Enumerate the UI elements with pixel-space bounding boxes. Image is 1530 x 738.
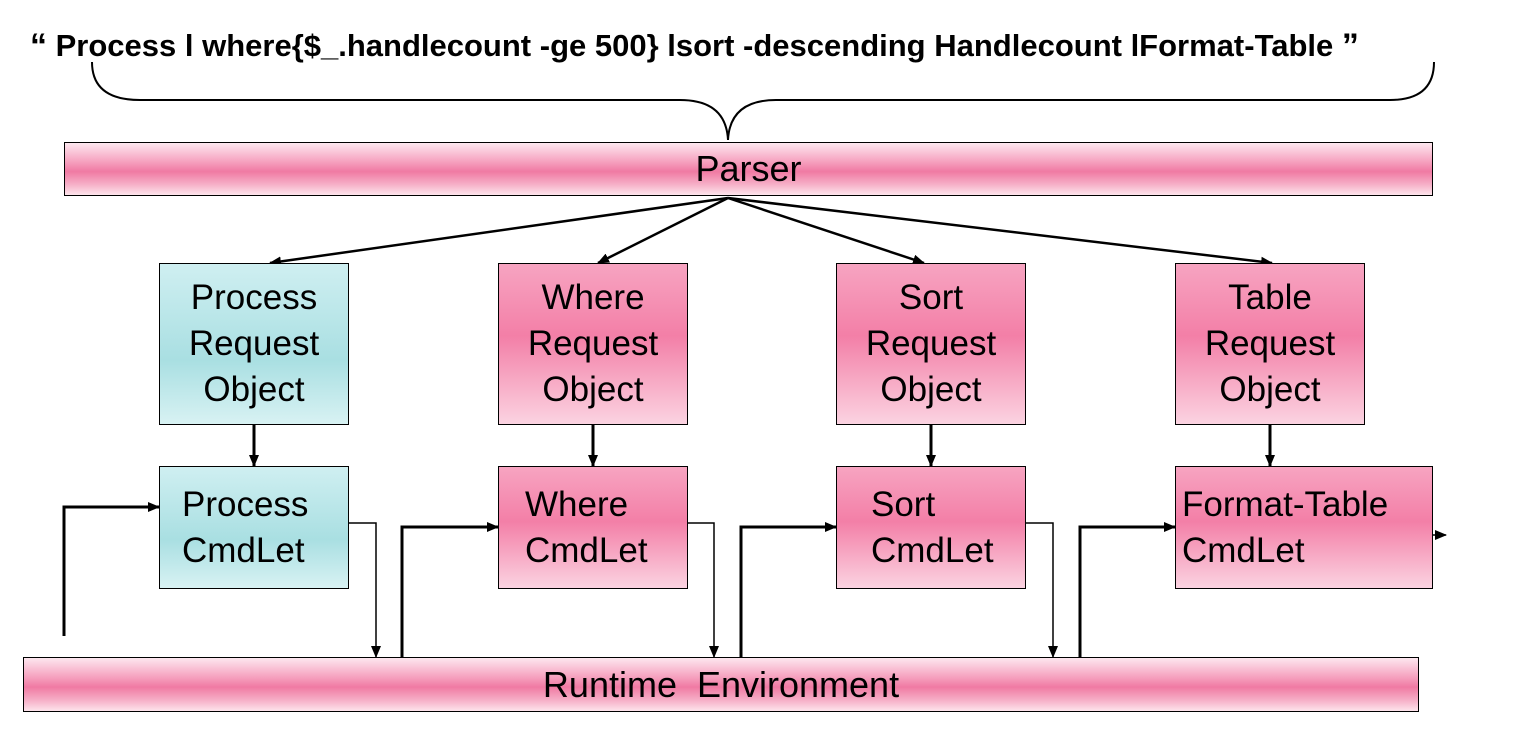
arrow-into-process — [62, 502, 160, 636]
format-table-cmdlet: Format-Table CmdLet — [1175, 466, 1433, 589]
sort-cmdlet-line-2: CmdLet — [871, 530, 994, 570]
arrow-parser-sort — [727, 196, 925, 265]
format-table-cmdlet-line-1: Format-Table — [1182, 484, 1389, 524]
where-cmdlet-line-1: Where — [525, 484, 629, 524]
where-request-line-1: Where — [541, 278, 645, 317]
parser-label: Parser — [695, 148, 802, 189]
process-request-line-3: Object — [203, 370, 305, 409]
command-line: “ Process l where{$_.handlecount -ge 500… — [30, 24, 1510, 68]
table-request-line-1: Table — [1228, 278, 1312, 317]
process-cmdlet-line-1: Process — [182, 484, 309, 524]
close-quote: ” — [1341, 27, 1359, 65]
process-cmdlet: Process CmdLet — [159, 466, 349, 589]
arrow-into-table — [1078, 522, 1176, 657]
open-quote: “ — [30, 27, 47, 65]
runtime-label: Runtime Environment — [542, 663, 900, 705]
arrow-where-out — [687, 522, 719, 658]
where-cmdlet-line-2: CmdLet — [525, 530, 648, 570]
sort-request-line-1: Sort — [898, 278, 964, 317]
sort-request-line-2: Request — [865, 324, 997, 363]
command-brace — [91, 61, 1435, 141]
process-request-object: Process Request Object — [159, 263, 349, 425]
table-request-line-2: Request — [1204, 324, 1336, 363]
parser-bar: Parser — [64, 142, 1433, 196]
sort-cmdlet: Sort CmdLet — [836, 466, 1026, 589]
arrow-parser-table — [727, 196, 1273, 267]
arrow-sort-out — [1025, 522, 1058, 658]
sort-cmdlet-line-1: Sort — [871, 484, 936, 524]
arrow-into-sort — [739, 522, 837, 657]
command-text: Process l where{$_.handlecount -ge 500} … — [55, 28, 1334, 63]
runtime-environment-bar: Runtime Environment — [23, 657, 1419, 712]
sort-request-line-3: Object — [880, 370, 982, 409]
process-request-line-1: Process — [190, 278, 318, 317]
arrow-parser-where — [597, 196, 729, 265]
where-request-line-3: Object — [542, 370, 644, 409]
format-table-cmdlet-line-2: CmdLet — [1182, 530, 1305, 570]
process-request-line-2: Request — [188, 324, 320, 363]
arrow-parser-process — [269, 196, 729, 267]
arrow-into-where — [400, 522, 499, 657]
arrow-process-out — [348, 522, 381, 658]
where-request-object: Where Request Object — [498, 263, 688, 425]
table-request-line-3: Object — [1219, 370, 1321, 409]
where-cmdlet: Where CmdLet — [498, 466, 688, 589]
where-request-line-2: Request — [527, 324, 659, 363]
sort-request-object: Sort Request Object — [836, 263, 1026, 425]
table-request-object: Table Request Object — [1175, 263, 1365, 425]
process-cmdlet-line-2: CmdLet — [182, 530, 305, 570]
